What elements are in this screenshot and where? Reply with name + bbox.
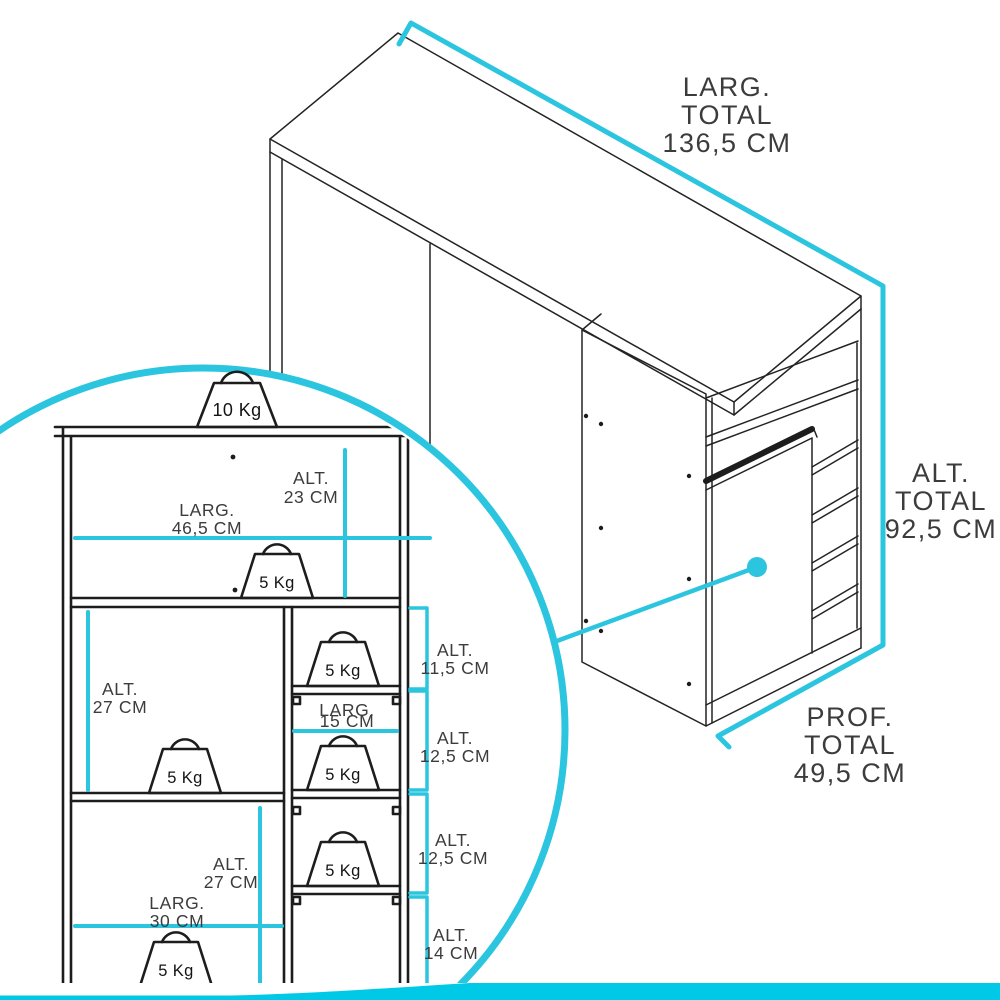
desk-drawing xyxy=(269,32,862,727)
mag-dimension-lines xyxy=(73,448,432,990)
weight-label: 10 Kg xyxy=(212,400,261,420)
mag-divider xyxy=(282,605,294,988)
weight-label: 5 Kg xyxy=(259,574,295,592)
alt-total-line1: ALT. xyxy=(912,458,970,488)
prof-total-line1: PROF. xyxy=(806,702,893,732)
alt27-left-line2: 27 CM xyxy=(93,697,148,717)
weight-label: 5 Kg xyxy=(325,862,361,880)
bracket-alt125-lower xyxy=(408,792,429,895)
alt125-lower-line1: ALT. xyxy=(435,830,471,850)
door-handle-detail xyxy=(705,426,818,491)
larg15-line2: 15 CM xyxy=(320,711,375,731)
weight-label: 5 Kg xyxy=(325,662,361,680)
alt27-left-line1: ALT. xyxy=(102,679,138,699)
desk-top-edges xyxy=(269,138,862,416)
larg15-line1: LARG. xyxy=(319,700,375,720)
dimension-polyline xyxy=(396,20,886,750)
alt27-bottom-line2: 27 CM xyxy=(204,872,259,892)
alt-total-line2: TOTAL xyxy=(895,486,987,516)
larg465-line1: LARG. xyxy=(179,500,235,520)
alt14-line1: ALT. xyxy=(433,925,469,945)
weight-label: 5 Kg xyxy=(325,766,361,784)
larg30-line2: 30 CM xyxy=(150,911,205,931)
alt-total-label: ALT. TOTAL 92,5 CM xyxy=(885,458,998,544)
magnified-cabinet-view: 5 Kg 5 Kg 5 Kg 5 Kg 5 Kg 5 Kg xyxy=(53,425,432,995)
callout-dot-icon xyxy=(747,557,767,577)
bracket-alt115 xyxy=(408,606,429,691)
overall-dimension-lines xyxy=(396,20,886,750)
cabinet-top-shelf xyxy=(705,340,859,447)
alt115-line2: 11,5 CM xyxy=(420,658,489,678)
cabinet-base xyxy=(705,627,862,727)
larg-total-line1: LARG. xyxy=(683,72,772,102)
larg30-line1: LARG. xyxy=(149,893,205,913)
magnifier-circle-rim xyxy=(0,364,569,1000)
alt23-line2: 23 CM xyxy=(284,487,339,507)
screw-dots xyxy=(583,413,692,687)
mag-shelf-1 xyxy=(69,596,402,609)
alt23-line1: ALT. xyxy=(293,468,329,488)
larg-total-line3: 136,5 CM xyxy=(662,128,791,158)
door-handle-icon xyxy=(703,426,815,484)
alt-total-line3: 92,5 CM xyxy=(885,514,998,544)
mag-labels: ALT. 23 CM LARG. 46,5 CM ALT. 27 CM LARG… xyxy=(93,468,375,931)
cabinet-back-edge xyxy=(856,308,862,649)
desk-middle-panel-edges xyxy=(581,313,713,724)
mag-screw-dot xyxy=(232,587,238,593)
desk-top-thickness xyxy=(269,151,862,416)
mag-slide-hooks xyxy=(291,695,402,906)
weight-label: 5 Kg xyxy=(167,769,203,787)
prof-total-line3: 49,5 CM xyxy=(794,758,907,788)
alt27-bottom-line1: ALT. xyxy=(213,854,249,874)
alt115-line1: ALT. xyxy=(437,640,473,660)
desk-top-face xyxy=(269,32,862,403)
mag-screw-dot xyxy=(230,454,236,460)
alt125-upper-line1: ALT. xyxy=(437,728,473,748)
weight-10kg-icon: 10 Kg xyxy=(195,370,279,429)
bracket-alt125-upper xyxy=(408,689,429,792)
weight-5kg-icon: 5 Kg xyxy=(239,543,315,600)
larg465-line2: 46,5 CM xyxy=(172,518,242,538)
mag-bracket-labels: ALT. 11,5 CM ALT. 12,5 CM ALT. 12,5 CM A… xyxy=(418,640,490,963)
weight-label: 5 Kg xyxy=(158,962,194,980)
alt125-lower-line2: 12,5 CM xyxy=(418,848,488,868)
weight-5kg-icon: 5 Kg xyxy=(147,738,223,795)
larg-total-label: LARG. TOTAL 136,5 CM xyxy=(662,72,791,158)
cabinet-side-shelves xyxy=(811,439,859,620)
weight-5kg-icon: 5 Kg xyxy=(305,735,381,792)
magnifier-circle-fill xyxy=(0,368,565,1000)
weight-5kg-icon: 5 Kg xyxy=(305,631,381,688)
alt125-upper-line2: 12,5 CM xyxy=(420,746,490,766)
prof-total-line2: TOTAL xyxy=(804,730,896,760)
prof-total-label: PROF. TOTAL 49,5 CM xyxy=(794,702,907,788)
bottom-bar-swoosh xyxy=(0,983,470,996)
weight-5kg-icon: 5 Kg xyxy=(305,831,381,888)
alt14-line2: 14 CM xyxy=(424,943,479,963)
larg-total-line2: TOTAL xyxy=(681,100,773,130)
